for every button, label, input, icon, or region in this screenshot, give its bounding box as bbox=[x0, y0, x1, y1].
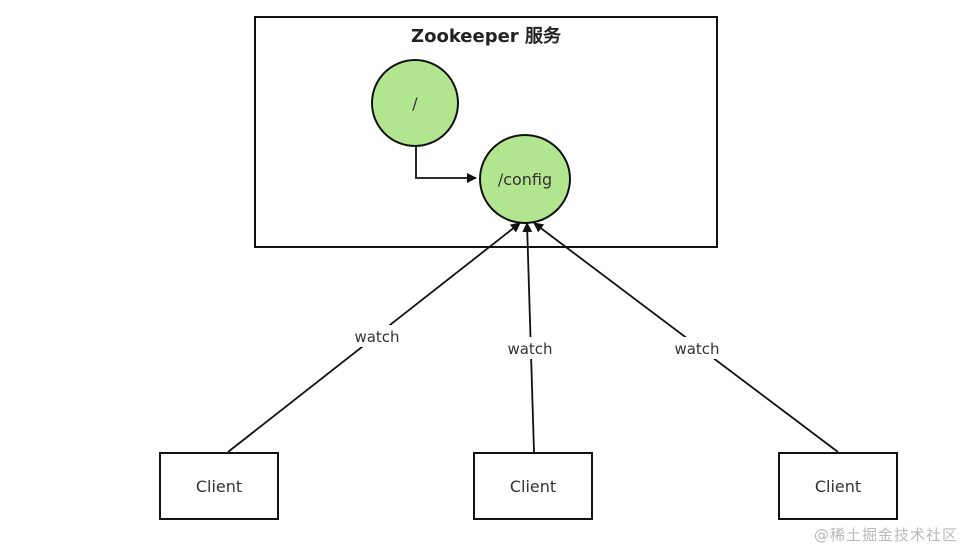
root-to-config-edge bbox=[415, 147, 477, 183]
watermark-text: @稀土掘金技术社区 bbox=[813, 526, 958, 544]
watch-label-2: watch bbox=[507, 340, 552, 358]
client-box-3: Client bbox=[778, 452, 898, 520]
zookeeper-service-box: Zookeeper 服务 bbox=[254, 16, 718, 248]
client-box-2: Client bbox=[473, 452, 593, 520]
config-node: /config bbox=[479, 134, 571, 224]
service-title: Zookeeper 服务 bbox=[411, 26, 561, 47]
root-node: / bbox=[371, 59, 459, 147]
watch-label-1: watch bbox=[354, 328, 399, 346]
watch-label-3: watch bbox=[674, 340, 719, 358]
client-box-1: Client bbox=[159, 452, 279, 520]
